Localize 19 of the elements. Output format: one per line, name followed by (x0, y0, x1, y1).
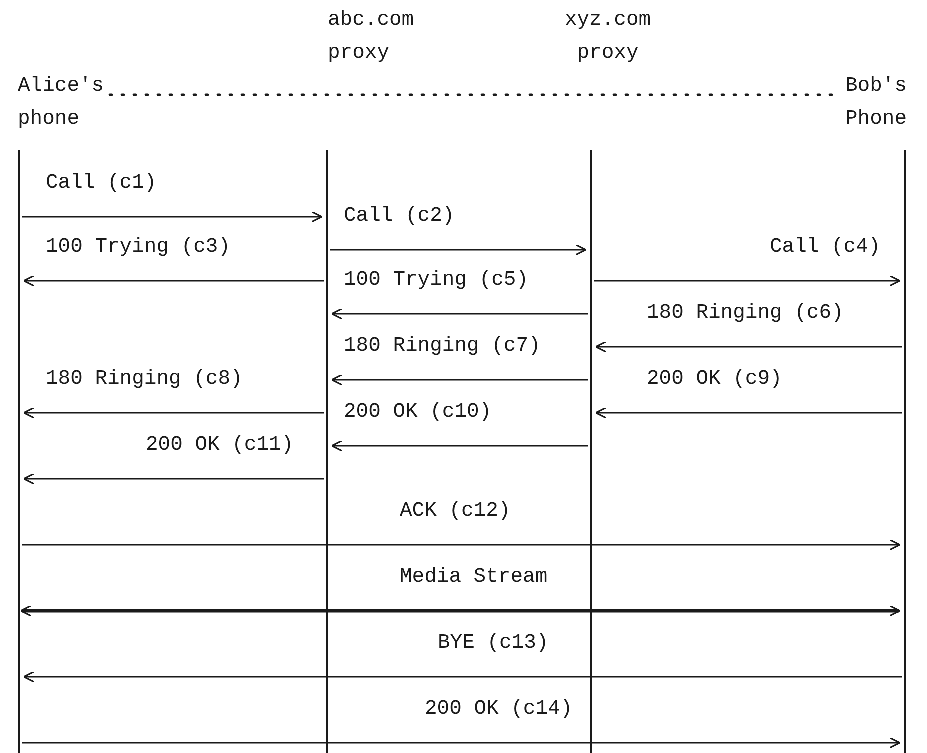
message-arrow (22, 737, 901, 749)
message-arrow (331, 440, 588, 452)
message-arrow (23, 407, 324, 419)
message-arrow (595, 341, 902, 353)
message-arrow (331, 374, 588, 386)
message-arrow (22, 539, 901, 551)
message-arrow (595, 407, 902, 419)
message-arrow (594, 275, 901, 287)
message-arrow (22, 211, 323, 223)
message-arrow (23, 473, 324, 485)
message-arrow (330, 244, 587, 256)
message-arrow (23, 275, 324, 287)
message-arrow (23, 671, 902, 683)
message-arrow (20, 605, 901, 617)
participant-label: Bob's Phone (844, 74, 907, 133)
participant-label: xyz.com proxy (564, 8, 652, 67)
participant-label: abc.com proxy (328, 8, 416, 67)
message-arrow (331, 308, 588, 320)
participant-label: Alice's phone (18, 74, 106, 133)
